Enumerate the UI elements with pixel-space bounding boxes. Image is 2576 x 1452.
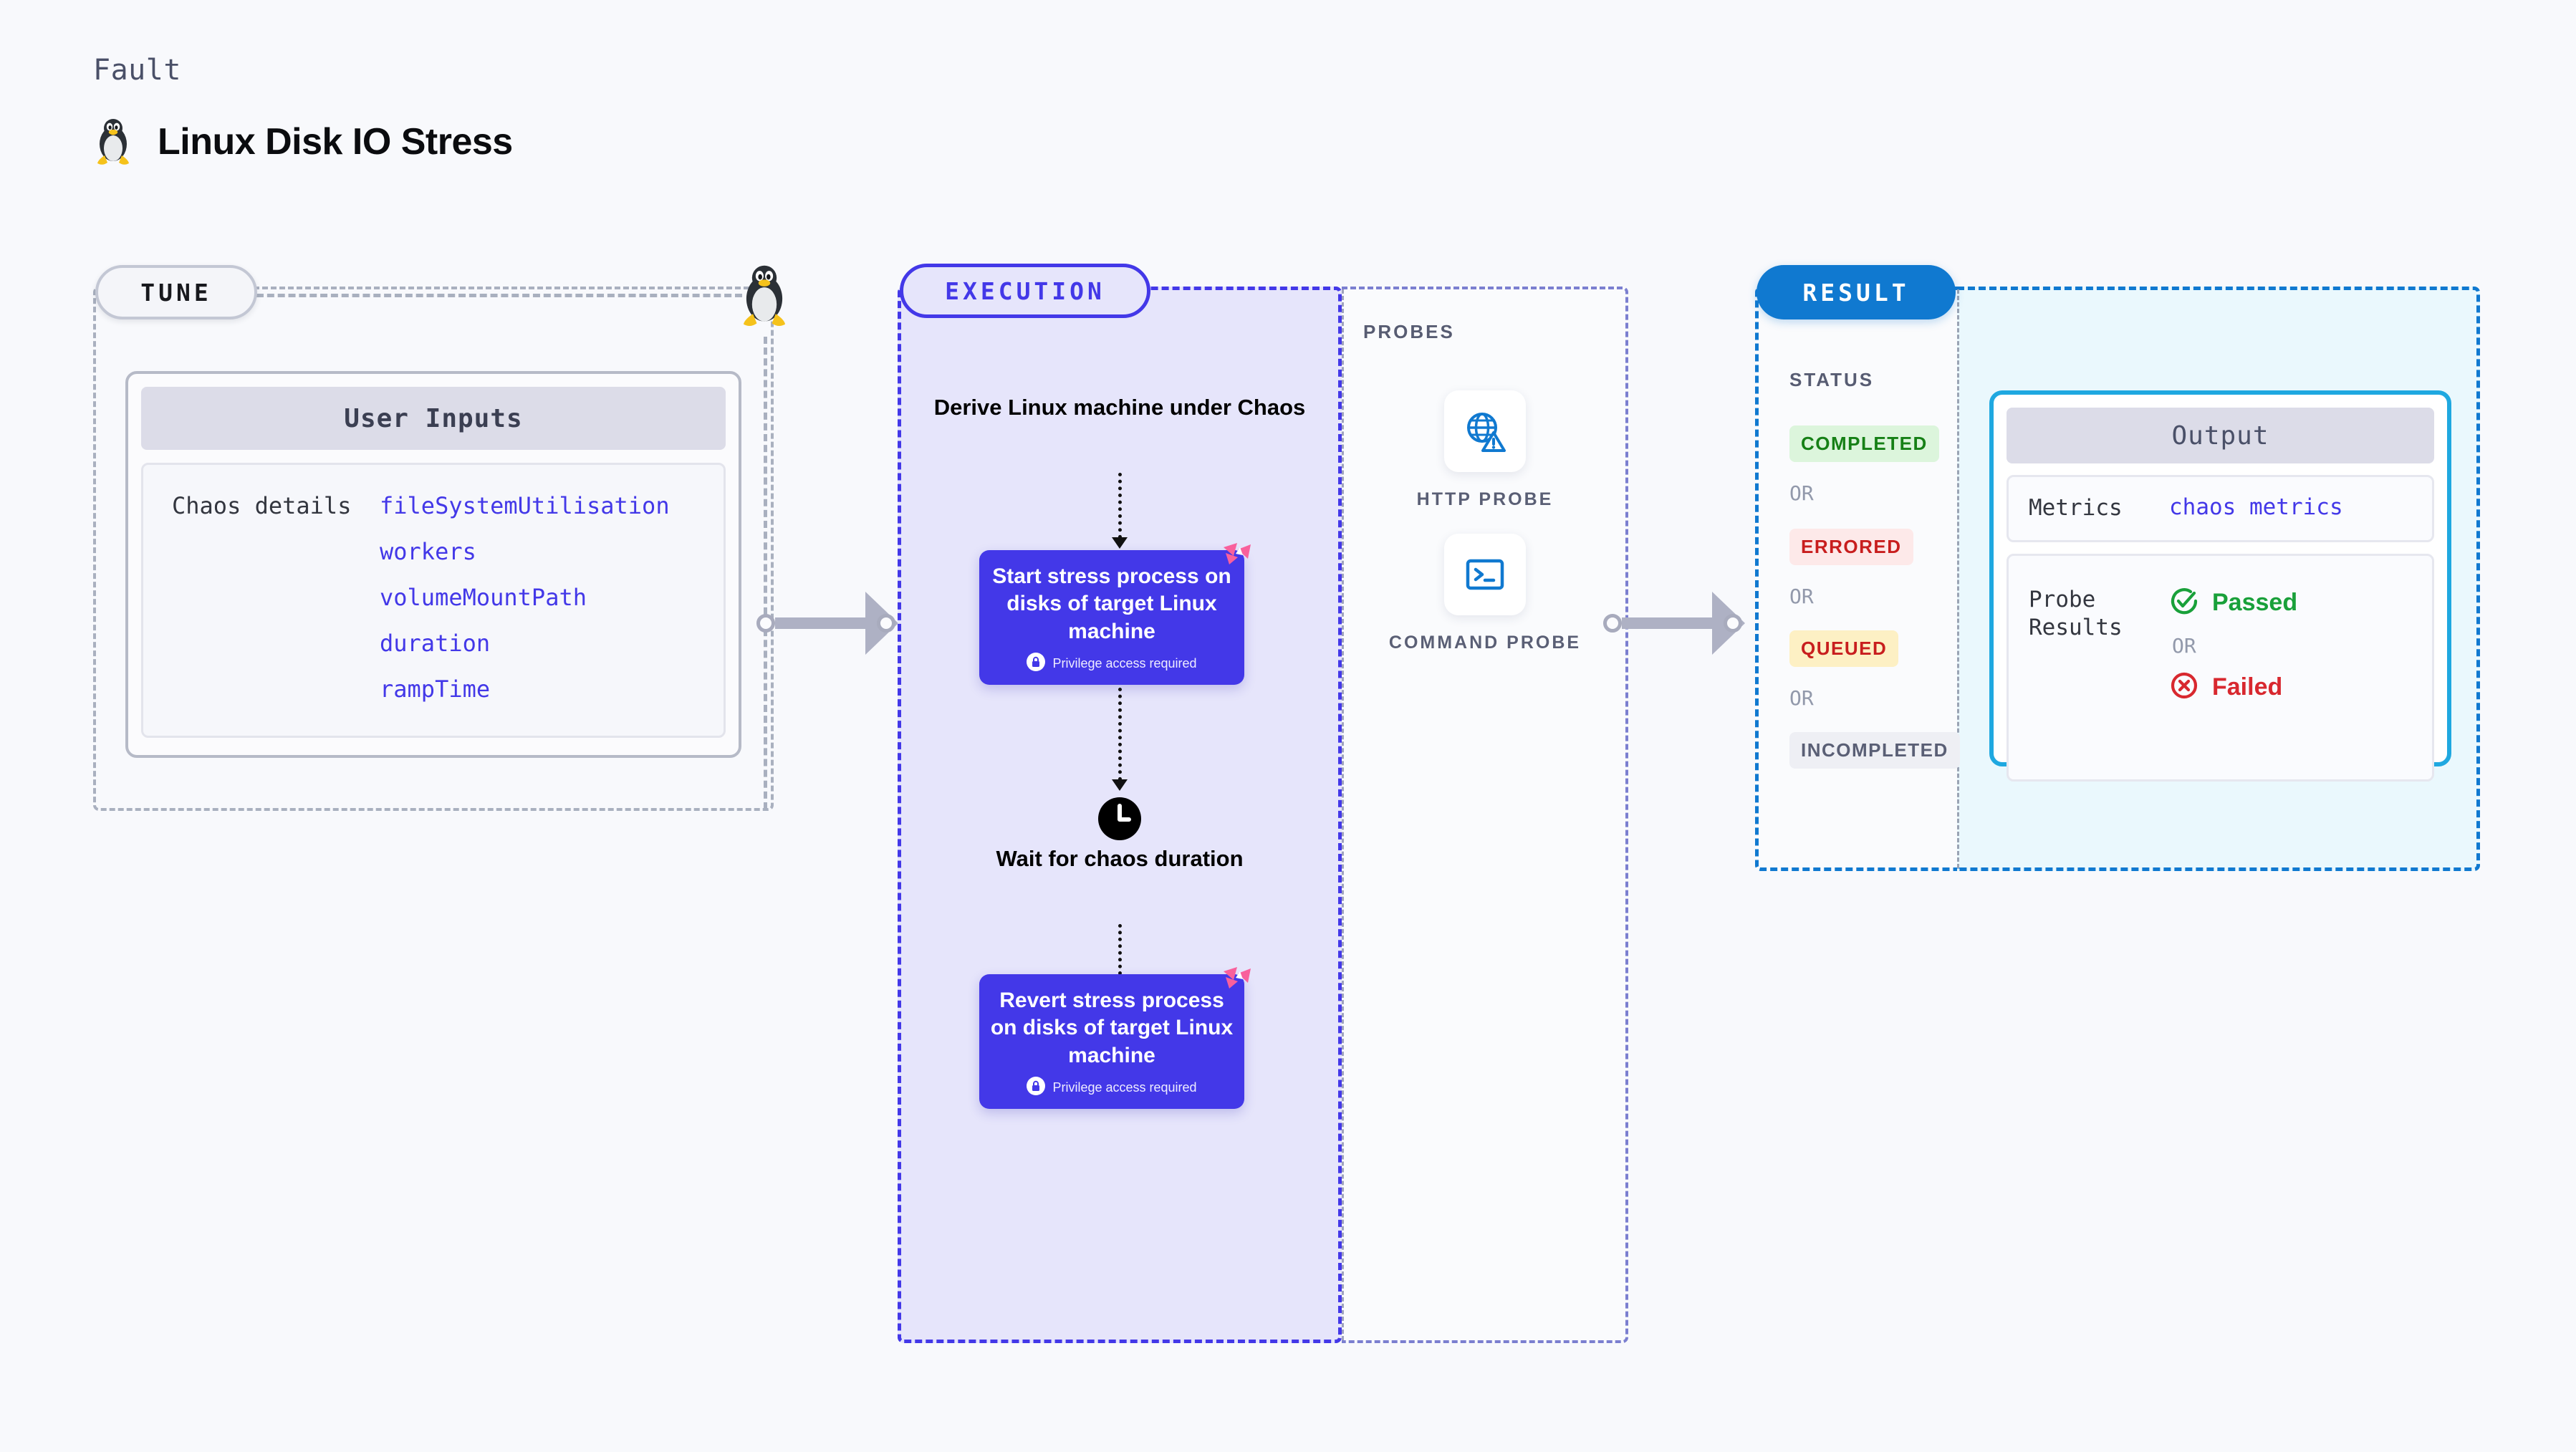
probe-result-passed: Passed <box>2169 586 2297 620</box>
status-or-label: OR <box>1789 481 1814 505</box>
chaos-details-box: Chaos details fileSystemUtilisation work… <box>141 463 726 738</box>
status-badge-incompleted: INCOMPLETED <box>1789 732 1960 769</box>
x-circle-icon <box>2169 670 2199 704</box>
lock-icon <box>1027 1077 1046 1099</box>
flow-arrow-tip <box>1112 537 1128 549</box>
result-chip[interactable]: RESULT <box>1756 265 1956 319</box>
execution-chip[interactable]: EXECUTION <box>900 264 1150 318</box>
chaos-detail-item[interactable]: rampTime <box>380 675 491 703</box>
output-header: Output <box>2007 408 2434 463</box>
probes-title: PROBES <box>1363 321 1455 342</box>
status-badge-errored: ERRORED <box>1789 529 1913 565</box>
tune-chip[interactable]: TUNE <box>95 265 257 319</box>
wait-step-label: Wait for chaos duration <box>996 846 1244 871</box>
user-inputs-card: User Inputs Chaos details fileSystemUtil… <box>125 371 741 758</box>
page-title: Linux Disk IO Stress <box>158 121 513 163</box>
connector-dot <box>1603 614 1622 633</box>
result-chip-label: RESULT <box>1802 278 1910 307</box>
output-probe-results-row: Probe Results Passed OR <box>2007 553 2434 782</box>
start-stress-step-title: Start stress process on disks of target … <box>992 564 1231 643</box>
lock-icon <box>1027 653 1046 675</box>
connector-tune-to-execution <box>756 592 898 655</box>
flow-arrow-line <box>1118 688 1122 781</box>
execution-probes-divider <box>1342 289 1344 1340</box>
probe-label: COMMAND PROBE <box>1388 633 1582 653</box>
connector-bar <box>775 617 867 629</box>
flow-arrow-tip <box>1112 779 1128 791</box>
check-circle-icon <box>2169 586 2199 620</box>
clock-icon <box>1097 797 1142 845</box>
probe-label: HTTP PROBE <box>1416 489 1554 509</box>
privilege-note: Privilege access required <box>989 1077 1234 1099</box>
execution-chip-label: EXECUTION <box>945 277 1105 305</box>
chaos-detail-item[interactable]: volumeMountPath <box>380 584 587 611</box>
derive-step-label: Derive Linux machine under Chaos <box>933 395 1306 420</box>
page-title-row: Linux Disk IO Stress <box>93 118 513 165</box>
probe-result-failed: Failed <box>2169 670 2297 704</box>
probe-item-command[interactable]: COMMAND PROBE <box>1342 534 1628 655</box>
privilege-note-text: Privilege access required <box>1052 1080 1197 1095</box>
revert-stress-step-card[interactable]: Revert stress process on disks of target… <box>979 967 1251 1110</box>
privilege-note: Privilege access required <box>989 653 1234 675</box>
tune-chip-label: TUNE <box>140 278 212 307</box>
probe-result-or-label: OR <box>2172 633 2196 658</box>
user-inputs-title: User Inputs <box>344 403 523 433</box>
connector-execution-to-result <box>1603 592 1745 655</box>
result-panel-divider <box>1957 289 1959 868</box>
probe-results-values: Passed OR Failed <box>2169 586 2297 704</box>
output-title: Output <box>2171 420 2269 451</box>
litmus-logo-icon <box>1219 961 1256 1002</box>
metrics-key: Metrics <box>2029 495 2123 521</box>
flow-arrow-line <box>1118 924 1122 989</box>
user-inputs-header: User Inputs <box>141 387 726 450</box>
status-or-label: OR <box>1789 686 1814 710</box>
connector-dot <box>1724 614 1742 633</box>
metrics-value[interactable]: chaos metrics <box>2169 494 2343 520</box>
chaos-detail-item[interactable]: fileSystemUtilisation <box>380 492 670 519</box>
status-badge-queued: QUEUED <box>1789 630 1899 667</box>
status-title: STATUS <box>1789 369 1875 390</box>
tune-dashed-top-line <box>256 294 742 297</box>
privilege-note-text: Privilege access required <box>1052 656 1197 671</box>
litmus-logo-icon <box>1219 537 1256 578</box>
status-or-label: OR <box>1789 585 1814 608</box>
probe-results-key: Probe Results <box>2029 586 2123 641</box>
connector-bar <box>1622 617 1714 629</box>
chaos-detail-item[interactable]: workers <box>380 538 476 565</box>
connector-dot <box>877 614 895 633</box>
result-status-panel <box>1755 287 1957 871</box>
chaos-detail-item[interactable]: duration <box>380 630 491 657</box>
tune-dashed-right-line <box>764 337 767 809</box>
flow-arrow-line <box>1118 473 1122 539</box>
chaos-details-values: fileSystemUtilisation workers volumeMoun… <box>380 492 670 736</box>
linux-penguin-icon <box>93 118 133 165</box>
globe-warning-icon <box>1444 390 1526 472</box>
output-card: Output Metrics chaos metrics Probe Resul… <box>1989 390 2451 782</box>
terminal-icon <box>1444 534 1526 615</box>
probe-failed-label: Failed <box>2212 673 2283 701</box>
revert-stress-step-title: Revert stress process on disks of target… <box>990 989 1234 1067</box>
start-stress-step-card[interactable]: Start stress process on disks of target … <box>979 543 1251 686</box>
fault-kicker: Fault <box>93 54 181 87</box>
status-badge-completed: COMPLETED <box>1789 425 1939 462</box>
tune-panel <box>93 287 774 811</box>
output-metrics-row: Metrics chaos metrics <box>2007 475 2434 542</box>
probe-passed-label: Passed <box>2212 588 2298 616</box>
chaos-details-label: Chaos details <box>172 492 352 519</box>
connector-dot <box>756 614 775 633</box>
linux-penguin-icon <box>738 264 791 332</box>
probe-item-http[interactable]: HTTP PROBE <box>1342 390 1628 512</box>
